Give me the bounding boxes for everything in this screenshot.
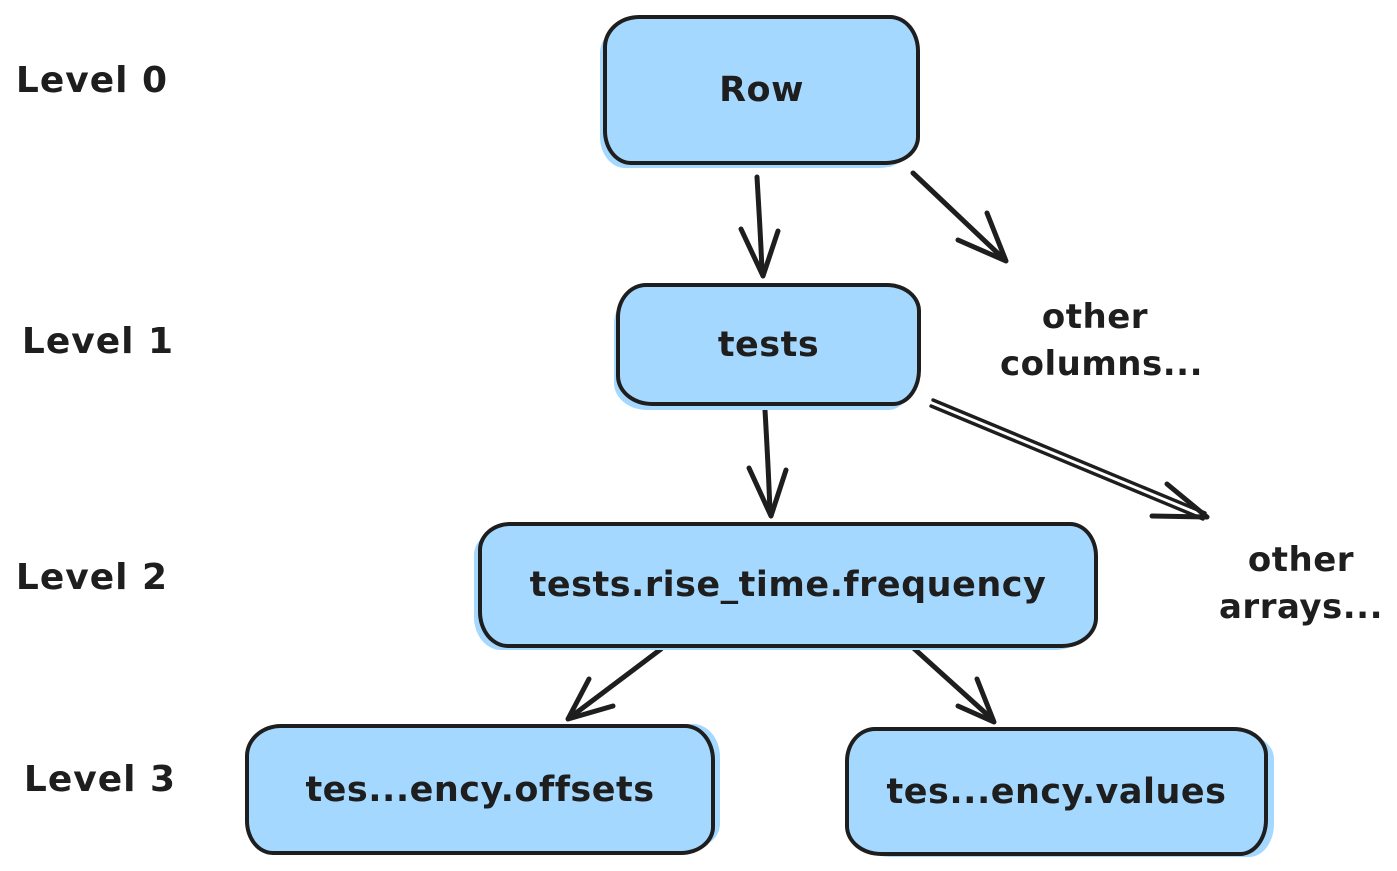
node-frequency: tests.rise_time.frequency: [478, 522, 1098, 648]
arrow-shaft: [569, 646, 664, 719]
level-1-label: Level 1: [21, 321, 175, 362]
arrow-head: [565, 676, 616, 722]
arrow-row-to-tests: [738, 174, 781, 279]
arrow-shaft: [929, 404, 1205, 521]
annotation-other-arrays: other arrays...: [1213, 537, 1389, 631]
arrow-shaft: [931, 398, 1207, 515]
arrow-head: [955, 210, 1009, 264]
arrow-frequency-to-values: [906, 641, 997, 725]
arrow-head: [738, 226, 781, 279]
node-row: Row: [603, 15, 920, 165]
arrow-tests-to-frequency: [746, 407, 789, 519]
node-row-label: Row: [719, 70, 804, 110]
annotation-other-columns: other columns...: [1000, 294, 1203, 388]
arrow-shaft: [762, 407, 773, 516]
arrow-head: [746, 465, 789, 519]
annotation-other-columns-line1: other: [1041, 297, 1149, 337]
level-0-label: Level 0: [15, 60, 169, 101]
node-tests-label: tests: [717, 324, 820, 365]
arrow-head: [1149, 481, 1210, 520]
node-values-label: tes...ency.values: [886, 771, 1227, 812]
arrow-frequency-to-offsets: [565, 646, 664, 722]
level-3-label: Level 3: [23, 759, 177, 800]
node-tests: tests: [616, 283, 921, 406]
annotation-other-arrays-line1: other: [1247, 540, 1355, 580]
annotation-other-columns-line2: columns...: [1000, 343, 1203, 384]
node-values: tes...ency.values: [845, 727, 1268, 856]
node-frequency-label: tests.rise_time.frequency: [529, 565, 1047, 605]
arrow-tests-to-other-arrays: [929, 398, 1210, 521]
arrow-shaft: [910, 170, 1007, 262]
arrow-row-to-other-columns: [910, 170, 1009, 264]
arrow-shaft: [906, 641, 994, 721]
level-2-label: Level 2: [15, 557, 169, 598]
arrow-head: [955, 676, 997, 725]
node-offsets-label: tes...ency.offsets: [305, 769, 655, 810]
annotation-other-arrays-line2: arrays...: [1218, 586, 1384, 627]
arrow-shaft: [754, 174, 765, 275]
node-offsets: tes...ency.offsets: [245, 724, 715, 855]
